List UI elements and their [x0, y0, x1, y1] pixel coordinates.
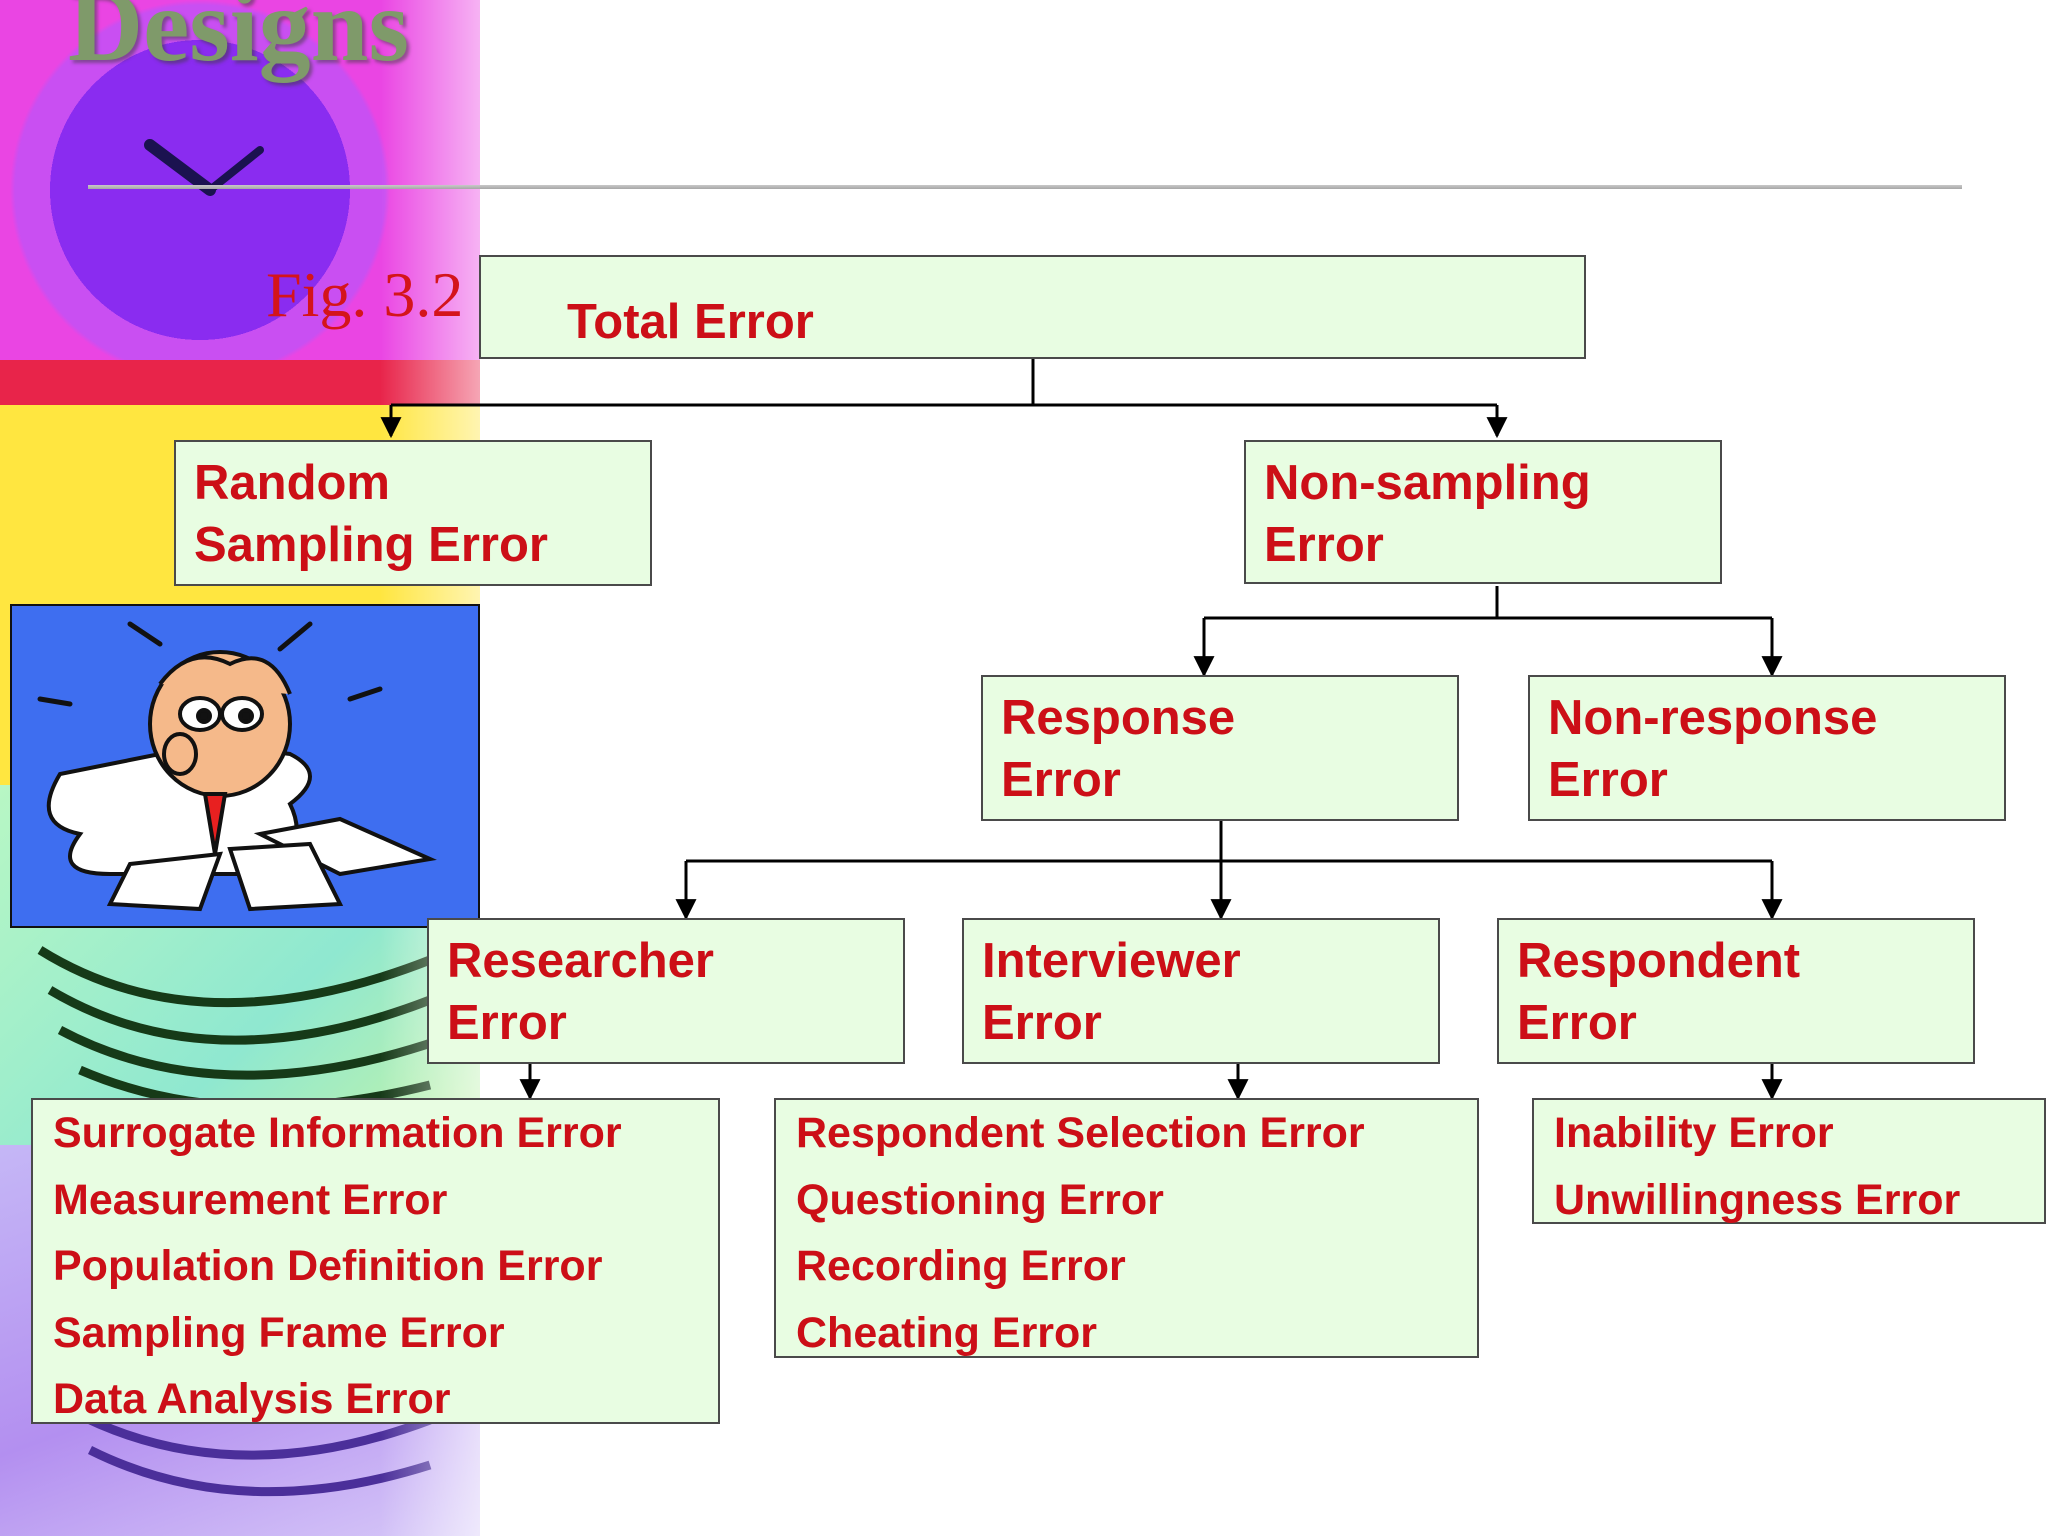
- researcher-error-box: Researcher Error: [427, 918, 905, 1064]
- list-item: Respondent Selection Error: [796, 1109, 1365, 1157]
- interviewer-error-line-2: Error: [982, 996, 1102, 1050]
- list-item: Population Definition Error: [53, 1242, 603, 1290]
- purple-clock-hands-icon: [144, 139, 264, 196]
- researcher-error-types-box: Surrogate Information Error Measurement …: [31, 1098, 720, 1424]
- stressed-person-clipart: [10, 604, 480, 928]
- non-response-error-box: Non-response Error: [1528, 675, 2006, 821]
- list-item: Recording Error: [796, 1242, 1126, 1290]
- response-error-line-2: Error: [1001, 753, 1121, 807]
- non-response-error-line-2: Error: [1548, 753, 1668, 807]
- non-sampling-error-line-1: Non-sampling: [1264, 456, 1591, 510]
- interviewer-error-box: Interviewer Error: [962, 918, 1440, 1064]
- researcher-error-line-1: Researcher: [447, 934, 714, 988]
- response-error-line-1: Response: [1001, 691, 1236, 745]
- response-error-box: Response Error: [981, 675, 1459, 821]
- non-sampling-error-box: Non-sampling Error: [1244, 440, 1722, 584]
- non-sampling-error-line-2: Error: [1264, 518, 1384, 572]
- list-item: Data Analysis Error: [53, 1375, 451, 1423]
- list-item: Inability Error: [1554, 1109, 1834, 1157]
- respondent-error-box: Respondent Error: [1497, 918, 1975, 1064]
- list-item: Questioning Error: [796, 1175, 1164, 1224]
- list-item: Sampling Frame Error: [53, 1308, 505, 1357]
- random-sampling-error-box: Random Sampling Error: [174, 440, 652, 586]
- random-sampling-error-line-2: Sampling Error: [194, 518, 548, 572]
- interviewer-error-line-1: Interviewer: [982, 934, 1241, 988]
- random-sampling-error-line-1: Random: [194, 456, 390, 510]
- slide-title: Designs: [68, 0, 409, 83]
- non-response-error-line-1: Non-response: [1548, 691, 1878, 745]
- title-divider: [88, 185, 1962, 189]
- researcher-error-line-2: Error: [447, 996, 567, 1050]
- list-item: Cheating Error: [796, 1308, 1098, 1357]
- total-error-label: Total Error: [567, 295, 814, 349]
- respondent-error-types-box: Inability Error Unwillingness Error: [1532, 1098, 2046, 1224]
- respondent-error-line-1: Respondent: [1517, 934, 1801, 988]
- interviewer-error-types-box: Respondent Selection Error Questioning E…: [774, 1098, 1479, 1358]
- list-item: Surrogate Information Error: [53, 1109, 622, 1157]
- list-item: Measurement Error: [53, 1175, 448, 1224]
- figure-label: Fig. 3.2: [266, 259, 464, 330]
- list-item: Unwillingness Error: [1554, 1175, 1961, 1224]
- total-error-box: Total Error: [479, 255, 1586, 359]
- respondent-error-line-2: Error: [1517, 996, 1637, 1050]
